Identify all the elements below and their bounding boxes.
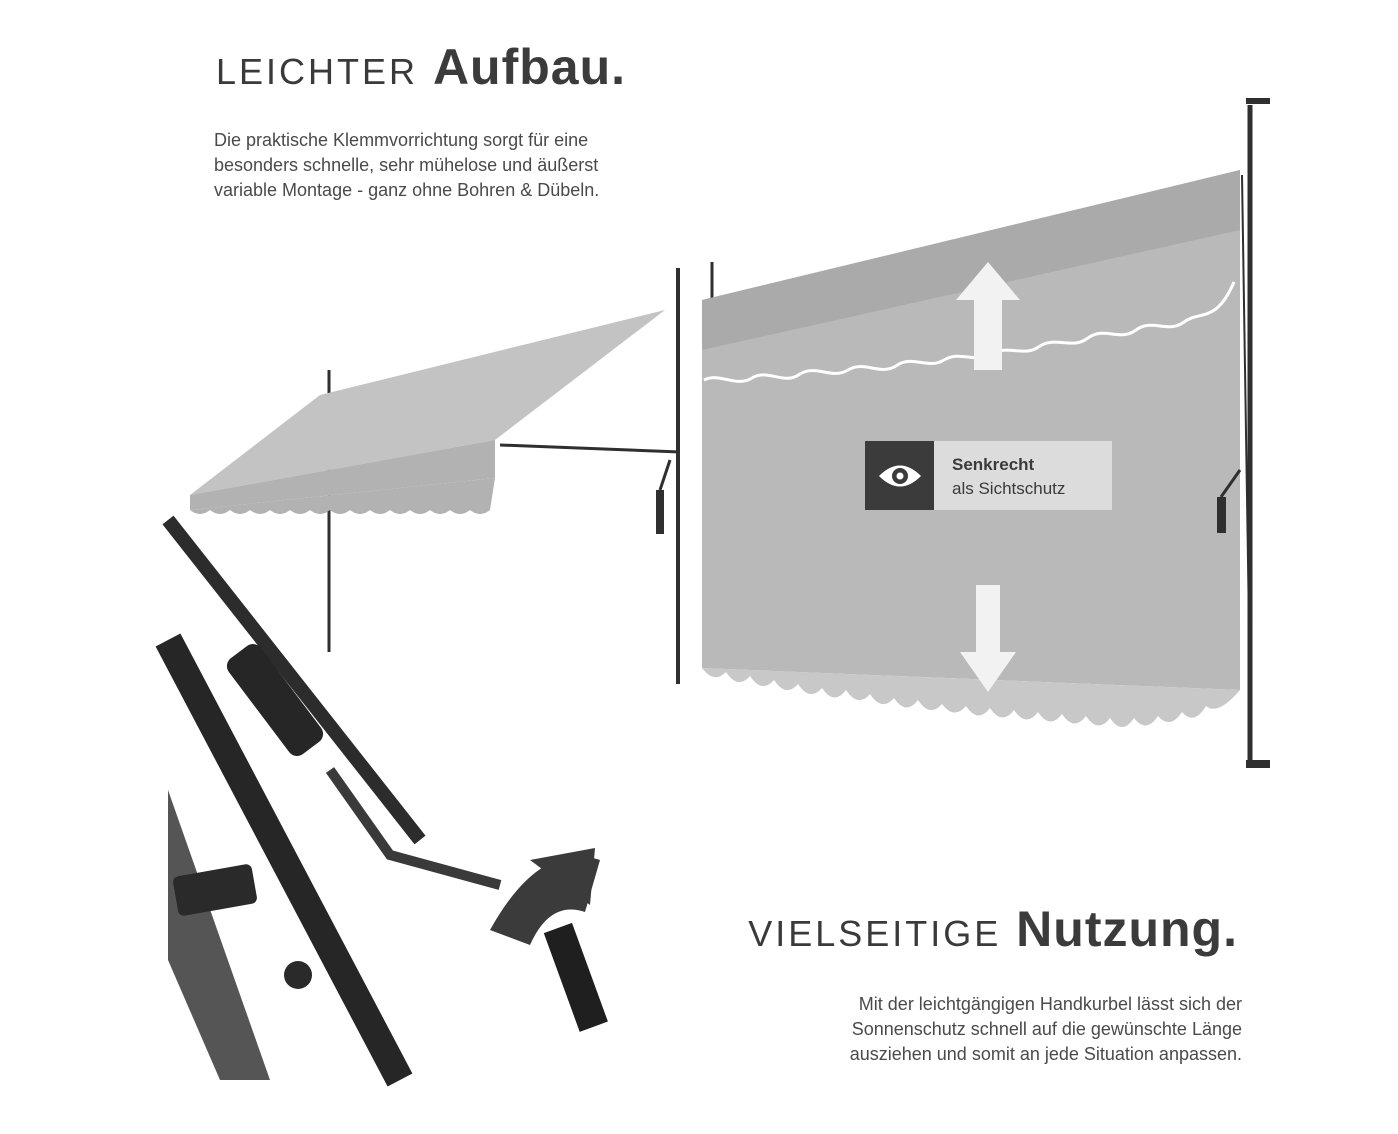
paragraph-line: Sonnenschutz schnell auf die gewünschte … (851, 1019, 1242, 1039)
small-awning (190, 262, 714, 684)
heading-vielseitige-nutzung: VIELSEITIGE Nutzung. (748, 900, 1238, 958)
heading-bold-word: Nutzung. (1016, 901, 1238, 957)
paragraph-line: Mit der leichtgängigen Handkurbel lässt … (858, 994, 1242, 1014)
badge-line-2: als Sichtschutz (952, 479, 1066, 498)
heading-leichter-aufbau: LEICHTER Aufbau. (216, 38, 626, 96)
badge-line-1: Senkrecht (952, 455, 1035, 474)
heading-light-word: LEICHTER (216, 51, 419, 92)
paragraph-line: besonders schnelle, sehr mühelose und äu… (214, 155, 599, 175)
heading-light-word: VIELSEITIGE (748, 913, 1002, 954)
heading-bold-word: Aufbau. (432, 39, 627, 95)
paragraph-line: ausziehen und somit an jede Situation an… (849, 1044, 1242, 1064)
sichtschutz-badge: Senkrecht als Sichtschutz (865, 441, 1112, 510)
paragraph-top: Die praktische Klemmvorrichtung sorgt fü… (214, 128, 684, 203)
paragraph-line: variable Montage - ganz ohne Bohren & Dü… (214, 180, 600, 200)
eye-icon (865, 441, 934, 510)
paragraph-bottom: Mit der leichtgängigen Handkurbel lässt … (762, 992, 1242, 1067)
badge-text: Senkrecht als Sichtschutz (934, 441, 1065, 510)
vertical-awning (702, 98, 1270, 768)
crank-closeup (155, 515, 608, 1087)
paragraph-line: Die praktische Klemmvorrichtung sorgt fü… (214, 130, 589, 150)
